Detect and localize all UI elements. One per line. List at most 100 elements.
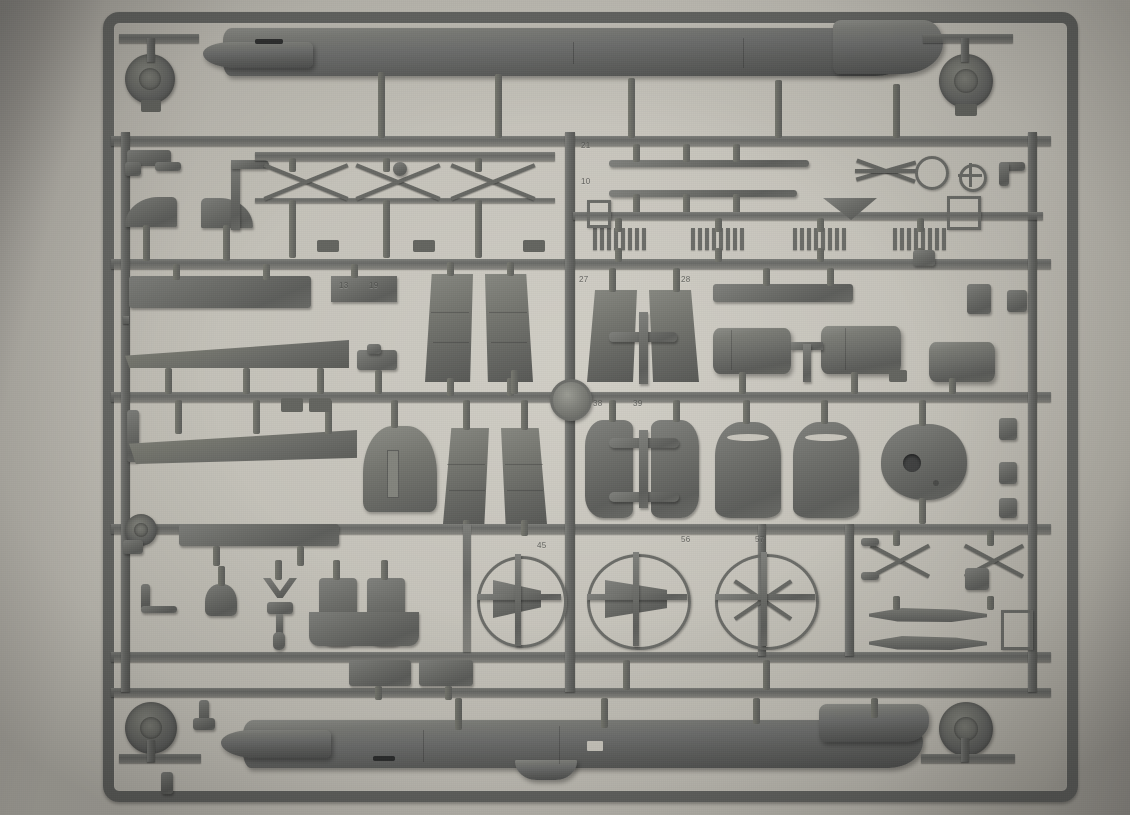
sprue-tab xyxy=(523,240,545,252)
detail-part-frame xyxy=(947,196,981,230)
sprue-gate xyxy=(475,158,482,172)
sprue-gate xyxy=(317,368,324,394)
detail-part-hook xyxy=(999,162,1009,186)
sprue-gate xyxy=(213,546,220,566)
runner-horizontal xyxy=(255,152,555,161)
part-number-label: 56 xyxy=(681,535,691,544)
fin-right xyxy=(485,274,533,382)
sprue-gate xyxy=(949,378,956,394)
detail-part-block xyxy=(999,418,1017,440)
exhaust-stack-row xyxy=(691,228,763,250)
sprue-gate xyxy=(243,368,250,394)
fuselage-tail-upper xyxy=(833,20,943,74)
runner-vertical xyxy=(147,740,155,762)
runner-horizontal xyxy=(111,688,1051,697)
sprue-gate xyxy=(143,225,150,261)
sprue-tab xyxy=(955,104,977,116)
sprue-gate xyxy=(919,498,926,524)
tailplane-left-lower xyxy=(443,428,489,524)
part-number-label: 27 xyxy=(579,275,589,284)
part-number-label: 28 xyxy=(681,275,691,284)
sprue-gate xyxy=(173,264,180,280)
detail-part-block xyxy=(367,344,381,354)
sprue-gate xyxy=(633,144,640,162)
nacelle-link xyxy=(803,344,811,382)
detail-part-block xyxy=(1007,290,1027,312)
gear-bay-ring xyxy=(477,556,567,648)
gear-bay-strut xyxy=(633,552,639,646)
engine-nacelle xyxy=(821,326,901,374)
detail-part-bracket xyxy=(125,162,141,176)
gear-leg xyxy=(141,606,177,613)
sprue-gate xyxy=(289,200,296,258)
sprue-gate xyxy=(507,378,514,396)
part-number-label: 13 xyxy=(339,281,349,290)
detail-part-plate xyxy=(861,572,879,580)
sprue-tab xyxy=(889,370,907,382)
sprue-gate xyxy=(733,194,740,216)
sprue-gate xyxy=(821,400,828,424)
sprue-gate xyxy=(683,144,690,162)
sprue-gate xyxy=(511,370,518,394)
sprue-gate xyxy=(753,698,760,724)
gear-door-left xyxy=(585,420,633,518)
fuselage-half-lower xyxy=(243,720,923,768)
detail-part-plate xyxy=(419,660,473,686)
sprue-gate xyxy=(455,698,462,730)
runner-vertical xyxy=(845,524,854,656)
sprue-gate xyxy=(763,660,770,690)
cowling-intake xyxy=(715,422,781,518)
sprue-gate xyxy=(263,264,270,280)
sprue-gate xyxy=(383,200,390,258)
runner-horizontal xyxy=(111,652,1051,662)
sprue-gate xyxy=(715,218,722,232)
detail-part-hook xyxy=(161,772,173,794)
gunsight-ring xyxy=(915,156,949,190)
part-number-label: 38 xyxy=(593,399,603,408)
sprue-gate xyxy=(623,660,630,690)
sprue-frame: 21 10 xyxy=(103,12,1078,802)
sprue-gate xyxy=(817,248,824,262)
sprue-tab xyxy=(141,100,161,112)
detail-part-block xyxy=(999,498,1017,518)
sprue-gate xyxy=(325,400,332,434)
sprue-gate xyxy=(463,400,470,430)
sprue-tab xyxy=(281,398,303,412)
part-number-label: 10 xyxy=(581,177,591,186)
wing-spar xyxy=(179,524,339,546)
runner-vertical xyxy=(1028,132,1037,692)
sprue-gate xyxy=(521,400,528,430)
landing-gear-bay xyxy=(583,552,693,650)
sprue-gate xyxy=(683,194,690,216)
bomb-rack-xbrace xyxy=(867,542,933,579)
detail-part-block xyxy=(357,350,397,370)
sprue-gate xyxy=(987,596,994,610)
runner-vertical xyxy=(961,738,969,762)
sprue-gate xyxy=(218,566,225,586)
sprue-gate xyxy=(297,546,304,566)
crosshair-ring xyxy=(959,164,987,192)
antenna-mast xyxy=(393,162,407,176)
sprue-gate xyxy=(987,530,994,546)
runner-horizontal xyxy=(573,212,1043,220)
sprue-gate xyxy=(615,248,622,262)
part-number-label: 57 xyxy=(755,535,765,544)
main-wheel xyxy=(939,54,993,108)
runner-vertical xyxy=(961,38,969,62)
runner-vertical xyxy=(463,524,471,652)
sprue-gate xyxy=(375,686,382,700)
fuselage-nose-lower xyxy=(221,730,331,758)
propeller-blade xyxy=(869,636,987,650)
control-rod xyxy=(276,614,283,636)
landing-gear-bay xyxy=(471,552,567,648)
sprue-gate xyxy=(601,698,608,728)
sprue-gate xyxy=(447,262,454,276)
bomb-rack-xbrace xyxy=(261,162,351,201)
canopy-fairing xyxy=(363,426,437,512)
main-wheel xyxy=(125,702,177,754)
tailplane-spar xyxy=(639,312,648,384)
detail-part-plate xyxy=(349,660,411,686)
sprue-gate xyxy=(253,400,260,434)
sprue-gate xyxy=(673,400,680,422)
instrument-panel xyxy=(331,276,397,302)
